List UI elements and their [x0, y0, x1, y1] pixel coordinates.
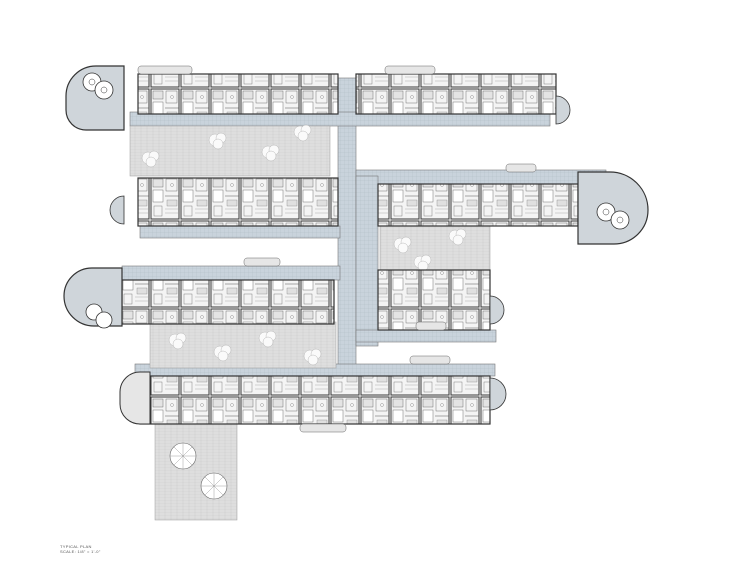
- small-bays: [109, 95, 571, 411]
- upper-west-wing: [137, 177, 339, 227]
- east-lower-corridor: [355, 329, 497, 343]
- spiral-stair-icon: [596, 202, 630, 230]
- middle-east-corridor: [355, 169, 607, 185]
- north-wing-east: [355, 73, 557, 115]
- sw-corner-bay: [119, 371, 151, 425]
- lower-west-wing: [121, 279, 335, 325]
- corridors: [121, 77, 607, 419]
- east-corner-bay: [577, 171, 649, 245]
- west-mid-corridor: [121, 265, 341, 281]
- north-wing-west: [137, 73, 339, 115]
- south-wing: [139, 375, 491, 425]
- nw-corner-bay: [65, 65, 125, 131]
- east-inner-corridor: [355, 175, 379, 347]
- caption-scale: SCALE: 1/8" = 1'-0": [60, 549, 101, 554]
- drawing-caption: TYPICAL PLAN SCALE: 1/8" = 1'-0": [60, 544, 101, 554]
- inner-east-wing: [377, 269, 491, 331]
- south-garden: [154, 423, 238, 521]
- spiral-stair-icon: [82, 72, 114, 100]
- courtyards: [129, 124, 491, 521]
- spiral-stair-icon: [85, 303, 113, 329]
- west-mid-bay: [63, 267, 123, 329]
- umbrella-icon: [169, 442, 197, 470]
- upper-west-corridor: [139, 225, 341, 239]
- middle-east-wing: [377, 183, 579, 227]
- caption-title: TYPICAL PLAN: [60, 544, 92, 549]
- umbrella-icon: [200, 472, 228, 500]
- balconies: [137, 65, 537, 433]
- round-bays: [63, 65, 649, 425]
- unit-wings: [121, 73, 579, 425]
- north-corridor: [129, 111, 551, 127]
